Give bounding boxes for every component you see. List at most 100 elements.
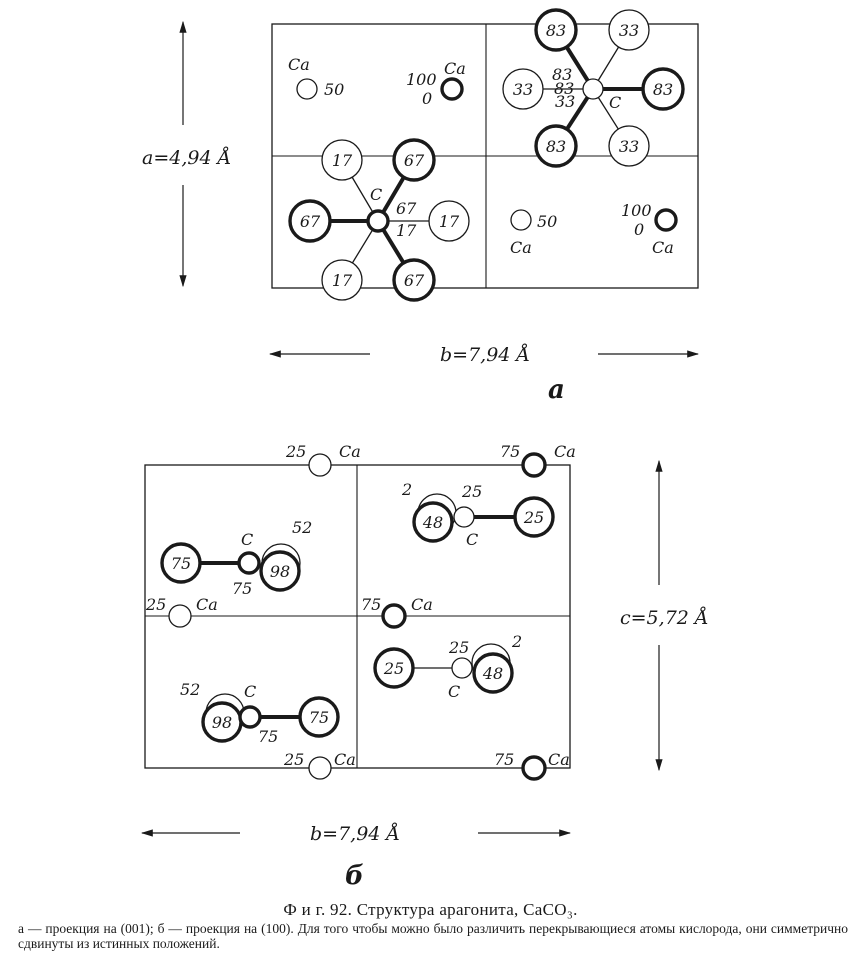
atom-circle — [513, 496, 555, 538]
atom-circle — [534, 8, 578, 52]
atom-o1-67b: 67 — [288, 199, 332, 243]
diagram-label: 67 — [396, 199, 417, 218]
atom-circle — [308, 453, 332, 477]
diagram-label: Ca — [411, 595, 433, 614]
diagram-label: 25 — [283, 750, 304, 769]
atom-o1-67c: 67 — [392, 258, 436, 302]
panel-a-b-axis-label: b=7,94 Å — [440, 344, 530, 366]
atom-circle — [392, 258, 436, 302]
diagram-label: 52 — [292, 518, 312, 537]
atom-circle — [521, 452, 547, 478]
diagram-label: 2 — [511, 632, 522, 651]
atom-circle — [321, 259, 363, 301]
atom-circle — [582, 78, 604, 100]
panel-b-label: б — [345, 861, 364, 891]
atom-circle — [296, 78, 318, 100]
atom-o-b4-98: 98 — [201, 701, 243, 743]
atom-circle — [160, 542, 202, 584]
diagram-label: C — [448, 682, 460, 701]
diagram-label: 17 — [396, 221, 417, 240]
atom-height-label: 48 — [422, 513, 443, 532]
atom-o-b1-75: 75 — [160, 542, 202, 584]
atom-height-label: 67 — [300, 212, 321, 231]
diagram-label: Ca — [334, 750, 356, 769]
atom-circle — [366, 209, 390, 233]
atom-c-b3 — [451, 657, 473, 679]
atom-height-label: 75 — [309, 708, 329, 727]
atom-ca-75-bot — [521, 755, 547, 781]
atom-o1-17c: 17 — [321, 259, 363, 301]
atom-circle — [321, 139, 363, 181]
diagram-label: Ca — [548, 750, 570, 769]
atom-height-label: 48 — [482, 664, 503, 683]
atom-circle — [373, 647, 415, 689]
diagram-label: 25 — [285, 442, 306, 461]
atom-ca-25-bot — [308, 756, 332, 780]
atom-o-b3-25: 25 — [373, 647, 415, 689]
atom-height-label: 25 — [383, 659, 404, 678]
atom-circle — [472, 652, 514, 694]
atom-circle — [534, 124, 578, 168]
atom-o2-33b: 33 — [502, 68, 544, 110]
atom-ca-50b — [510, 209, 532, 231]
diagram-label: 0 — [634, 220, 644, 239]
atom-c-b4 — [238, 705, 262, 729]
panel-b-bonds — [200, 515, 515, 719]
atom-circle — [641, 67, 685, 111]
diagram-label: 75 — [258, 727, 278, 746]
atom-ca-75-top — [521, 452, 547, 478]
diagram-label: 52 — [180, 680, 200, 699]
atom-height-label: 33 — [513, 80, 533, 99]
diagram-label: 75 — [500, 442, 520, 461]
panel-b-c-axis-label: c=5,72 Å — [620, 607, 709, 629]
figure-caption-title: Ф и г. 92. Структура арагонита, CaCO₃. — [283, 900, 578, 919]
diagram-label: Ca — [339, 442, 361, 461]
atom-circle — [168, 604, 192, 628]
atom-circle — [608, 9, 650, 51]
atom-o2-33a: 33 — [608, 9, 650, 51]
atom-c-b2 — [453, 506, 475, 528]
diagram-label: 2 — [401, 480, 412, 499]
atom-height-label: 33 — [619, 21, 639, 40]
atom-ca-100b — [654, 208, 678, 232]
diagram-label: Ca — [510, 238, 532, 257]
atom-c2 — [582, 78, 604, 100]
panel-b-b-axis-label: b=7,94 Å — [310, 823, 400, 845]
atom-o1-17a: 17 — [321, 139, 363, 181]
atom-height-label: 25 — [523, 508, 544, 527]
atom-height-label: 83 — [546, 21, 566, 40]
atom-ca-25-top — [308, 453, 332, 477]
atom-circle — [259, 550, 301, 592]
panel-a-atoms: 67 17 67 17 17 67 83 33 33 83 83 33 — [288, 8, 685, 302]
diagram-label: 75 — [494, 750, 514, 769]
atom-circle — [381, 603, 407, 629]
diagram-label: 75 — [232, 579, 252, 598]
atom-height-label: 33 — [619, 137, 639, 156]
atom-height-label: 83 — [546, 137, 566, 156]
atom-ca-25-mid — [168, 604, 192, 628]
atom-o2-83c: 83 — [534, 124, 578, 168]
atom-circle — [510, 209, 532, 231]
atom-height-label: 17 — [332, 271, 353, 290]
diagram-label: 25 — [461, 482, 482, 501]
atom-height-label: 67 — [404, 151, 425, 170]
atom-circle — [392, 138, 436, 182]
diagram-label: 83 — [554, 79, 574, 98]
atom-circle — [412, 501, 454, 543]
diagram-label: Ca — [554, 442, 576, 461]
diagram-label: 50 — [537, 212, 557, 231]
atom-circle — [428, 200, 470, 242]
atom-circle — [451, 657, 473, 679]
atom-height-label: 17 — [332, 151, 353, 170]
atom-ca-75-mid — [381, 603, 407, 629]
atom-o1-67a: 67 — [392, 138, 436, 182]
atom-o-b2-48: 48 — [412, 501, 454, 543]
diagram-label: Ca — [652, 238, 674, 257]
atom-circle — [608, 125, 650, 167]
diagram-label: C — [244, 682, 256, 701]
